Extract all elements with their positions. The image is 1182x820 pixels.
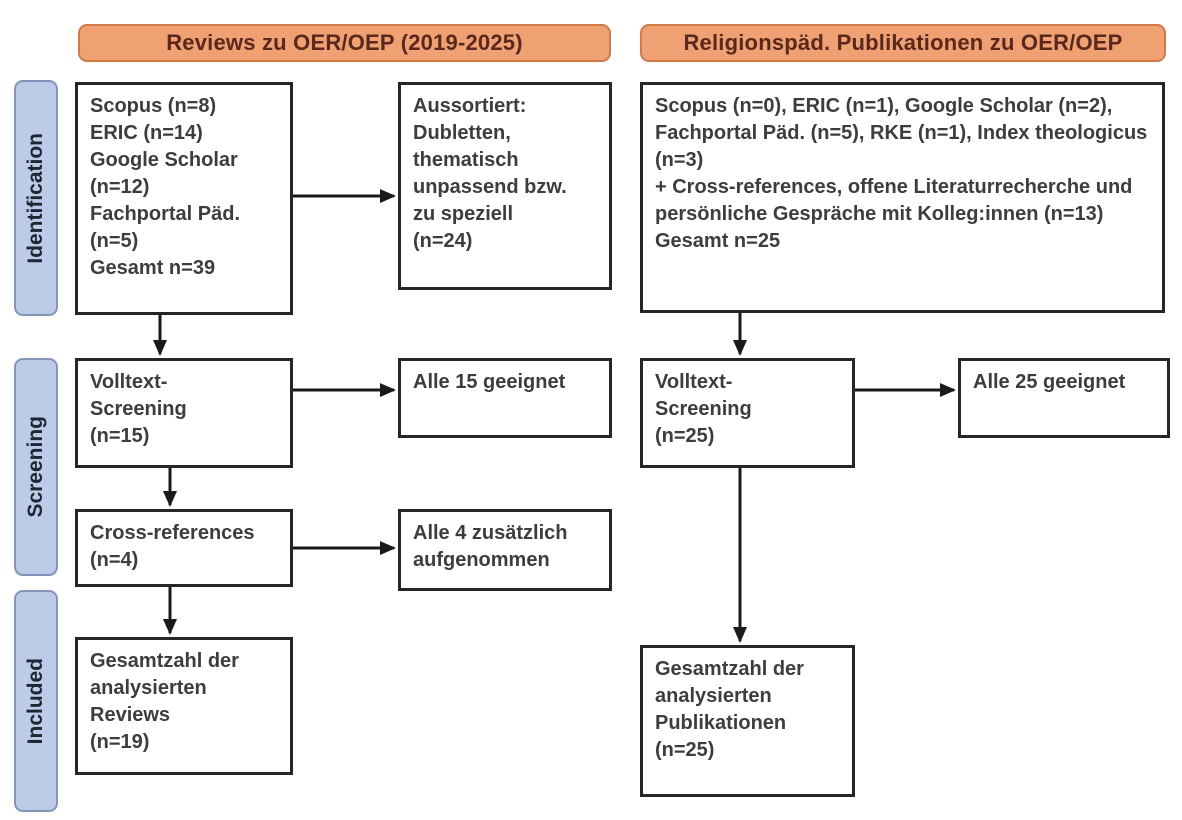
box-reviews-identification: Scopus (n=8) ERIC (n=14) Google Scholar (n…	[75, 82, 293, 315]
stage-included-label: Included	[24, 657, 47, 745]
box-line: thematisch	[413, 149, 519, 171]
box-line: (n=19)	[90, 731, 150, 753]
box-line: Scopus (n=0), ERIC (n=1), Google Scholar…	[655, 95, 1148, 171]
box-line: Fachportal Päd. (n=5)	[90, 203, 241, 252]
box-line: (n=24)	[413, 230, 473, 252]
stage-identification-label: Identification	[24, 132, 47, 264]
box-religionspaed-fulltext-result: Alle 25 geeignet	[958, 358, 1170, 438]
box-religionspaed-identification: Scopus (n=0), ERIC (n=1), Google Scholar…	[640, 82, 1165, 313]
box-line: Cross-references	[90, 522, 255, 544]
box-line: (n=4)	[90, 549, 139, 571]
stage-identification: Identification	[14, 80, 58, 316]
box-reviews-fulltext-result: Alle 15 geeignet	[398, 358, 612, 438]
box-line: aufgenommen	[413, 549, 550, 571]
box-line: Gesamtzahl der	[655, 658, 804, 680]
box-line: zu speziell	[413, 203, 514, 225]
box-line: Reviews	[90, 704, 171, 726]
box-line: Screening	[90, 398, 187, 420]
box-line: Alle 15 geeignet	[413, 371, 566, 393]
stage-included: Included	[14, 590, 58, 812]
box-line: Publikationen	[655, 712, 787, 734]
box-reviews-sorted-out: Aussortiert: Dubletten, thematisch unpassen…	[398, 82, 612, 290]
box-line: Volltext-	[90, 371, 168, 393]
box-line: Dubletten,	[413, 122, 511, 144]
box-line: Gesamt n=39	[90, 257, 216, 279]
box-line: unpassend bzw.	[413, 176, 567, 198]
box-line: Aussortiert:	[413, 95, 527, 117]
header-reviews-label: Reviews zu OER/OEP (2019-2025)	[166, 30, 523, 55]
header-religionspaed-label: Religionspäd. Publikationen zu OER/OEP	[683, 30, 1123, 55]
box-line: (n=25)	[655, 739, 715, 761]
box-line: + Cross-references, offene Literaturrech…	[655, 176, 1133, 225]
box-line: analysierten	[90, 677, 207, 699]
box-reviews-crossref: Cross-references (n=4)	[75, 509, 293, 587]
box-reviews-fulltext-screening: Volltext- Screening (n=15)	[75, 358, 293, 468]
box-line: Gesamt n=25	[655, 230, 781, 252]
box-line: Alle 25 geeignet	[973, 371, 1126, 393]
box-line: Volltext-	[655, 371, 733, 393]
box-religionspaed-fulltext-screening: Volltext- Screening (n=25)	[640, 358, 855, 468]
box-line: Google Scholar (n=12)	[90, 149, 238, 198]
box-line: Alle 4 zusätzlich	[413, 522, 568, 544]
stage-screening-label: Screening	[24, 416, 47, 518]
stage-screening: Screening	[14, 358, 58, 576]
box-line: analysierten	[655, 685, 772, 707]
box-line: (n=25)	[655, 425, 715, 447]
box-line: (n=15)	[90, 425, 150, 447]
box-line: ERIC (n=14)	[90, 122, 203, 144]
header-religionspaed: Religionspäd. Publikationen zu OER/OEP	[640, 24, 1166, 62]
box-line: Screening	[655, 398, 752, 420]
header-reviews: Reviews zu OER/OEP (2019-2025)	[78, 24, 611, 62]
box-line: Scopus (n=8)	[90, 95, 217, 117]
box-line: Gesamtzahl der	[90, 650, 239, 672]
box-reviews-crossref-result: Alle 4 zusätzlich aufgenommen	[398, 509, 612, 591]
